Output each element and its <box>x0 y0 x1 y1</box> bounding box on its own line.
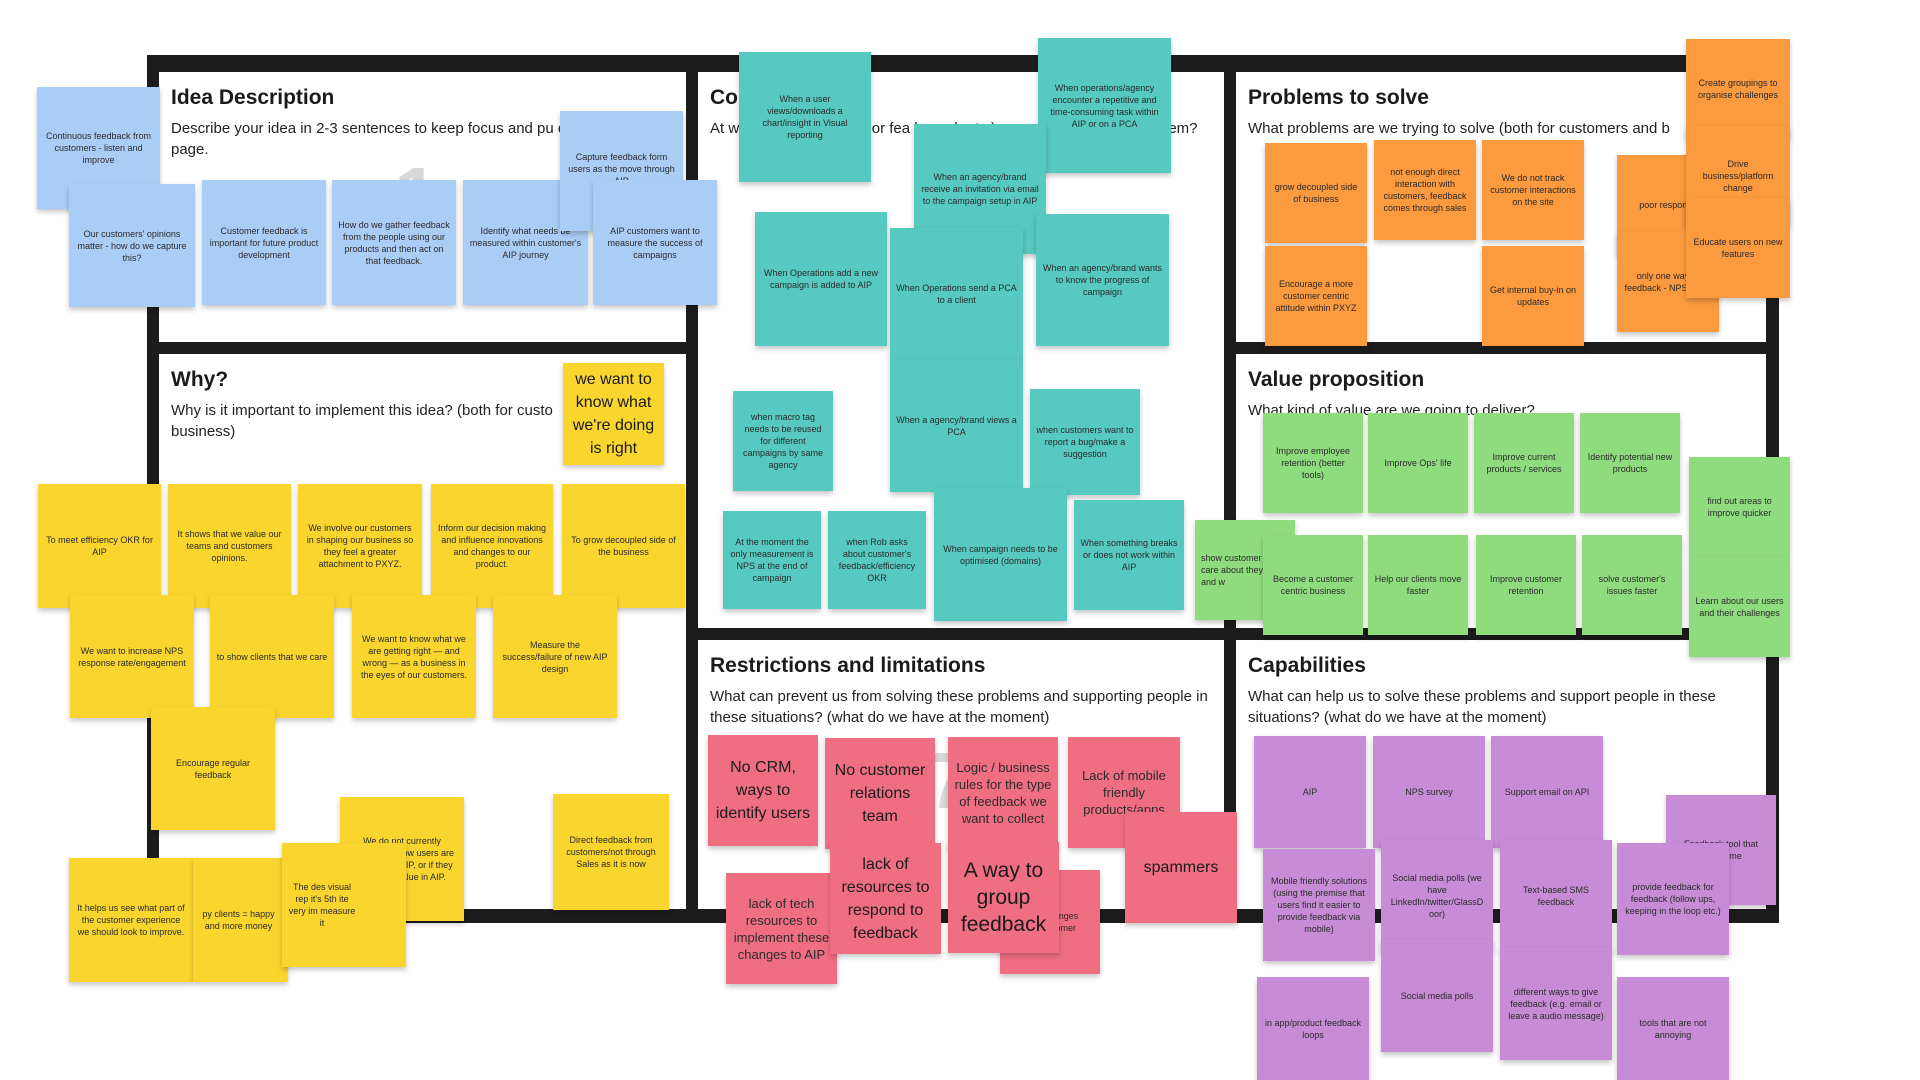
sticky-note[interactable]: We involve our customers in shaping our … <box>298 484 422 608</box>
sticky-note[interactable]: When operations/agency encounter a repet… <box>1038 38 1171 173</box>
sticky-note[interactable]: When a agency/brand views a PCA <box>890 360 1023 492</box>
sticky-note[interactable]: Customer feedback is important for futur… <box>202 180 326 305</box>
sticky-note[interactable]: find out areas to improve quicker <box>1689 457 1790 557</box>
sticky-note[interactable]: Encourage a more customer centric attitu… <box>1265 246 1367 346</box>
sticky-note[interactable]: When Operations send a PCA to a client <box>890 228 1023 360</box>
sticky-note[interactable]: AIP <box>1254 736 1366 848</box>
sticky-note[interactable]: When Operations add a new campaign is ad… <box>755 212 887 346</box>
sticky-note[interactable]: Social media polls (we have LinkedIn/twi… <box>1381 840 1493 952</box>
sticky-note[interactable]: Text-based SMS feedback <box>1500 840 1612 952</box>
panel-title: Restrictions and limitations <box>710 654 986 677</box>
sticky-note[interactable]: When an agency/brand wants to know the p… <box>1036 214 1169 346</box>
panel-description: What can prevent us from solving these p… <box>710 688 1208 726</box>
panel-description: Describe your idea in 2-3 sentences to k… <box>171 120 641 158</box>
sticky-note[interactable]: grow decoupled side of business <box>1265 143 1367 243</box>
sticky-note[interactable]: Get internal buy-in on updates <box>1482 246 1584 346</box>
sticky-note[interactable]: lack of tech resources to implement thes… <box>726 873 837 984</box>
sticky-note[interactable]: Create groupings to organise challenges <box>1686 39 1790 139</box>
sticky-note[interactable]: Social media polls <box>1381 940 1493 1052</box>
sticky-note[interactable]: It shows that we value our teams and cus… <box>168 484 291 608</box>
sticky-note[interactable]: Support email on API <box>1491 736 1603 848</box>
panel-title: Capabilities <box>1248 654 1366 677</box>
sticky-note[interactable]: How do we gather feedback from the peopl… <box>332 180 456 305</box>
sticky-note[interactable]: when Rob asks about customer's feedback/… <box>828 511 926 609</box>
sticky-note[interactable]: At the moment the only measurement is NP… <box>723 511 821 609</box>
sticky-note[interactable]: show customer we care about they think a… <box>1195 520 1295 620</box>
sticky-note[interactable]: we want to know what we're doing is righ… <box>563 363 664 465</box>
sticky-note[interactable]: spammers <box>1125 812 1237 923</box>
sticky-note[interactable]: When a user views/downloads a chart/insi… <box>739 52 871 182</box>
sticky-note[interactable]: py clients = happy and more money <box>193 858 288 982</box>
panel-description: What can help us to solve these problems… <box>1248 688 1716 726</box>
sticky-note[interactable]: in app/product feedback loops <box>1257 977 1369 1080</box>
sticky-note[interactable]: It helps us see what part of the custome… <box>69 858 193 982</box>
sticky-note[interactable]: different ways to give feedback (e.g. em… <box>1500 948 1612 1060</box>
sticky-note[interactable]: We do not track customer interactions on… <box>1482 140 1584 240</box>
sticky-note[interactable]: when customers want to report a bug/make… <box>1030 389 1140 495</box>
sticky-note[interactable]: Improve employee retention (better tools… <box>1263 413 1363 513</box>
sticky-note[interactable]: Inform our decision making and influence… <box>431 484 553 608</box>
panel-title: Problems to solve <box>1248 86 1429 109</box>
panel-title: Why? <box>171 368 229 391</box>
sticky-note[interactable]: solve customer's issues faster <box>1582 535 1682 635</box>
sticky-note[interactable]: not enough direct interaction with custo… <box>1374 140 1476 240</box>
panel-description: Why is it important to implement this id… <box>171 402 553 440</box>
sticky-note[interactable]: No CRM, ways to identify users <box>708 735 818 846</box>
sticky-note[interactable]: Improve Ops' life <box>1368 413 1468 513</box>
sticky-note[interactable]: Logic / business rules for the type of f… <box>948 737 1058 848</box>
sticky-note[interactable]: We want to increase NPS response rate/en… <box>70 595 194 718</box>
sticky-note[interactable]: A way to group feedback <box>948 842 1059 953</box>
sticky-note[interactable]: provide feedback for feedback (follow up… <box>1617 843 1729 955</box>
sticky-note[interactable]: Improve current products / services <box>1474 413 1574 513</box>
sticky-note[interactable]: Learn about our users and their challeng… <box>1689 557 1790 657</box>
sticky-note[interactable]: Our customers' opinions matter - how do … <box>69 184 195 307</box>
sticky-note[interactable]: Encourage regular feedback <box>151 707 275 830</box>
sticky-note[interactable]: To meet efficiency OKR for AIP <box>38 484 161 608</box>
panel-description: What problems are we trying to solve (bo… <box>1248 120 1670 137</box>
sticky-note[interactable]: NPS survey <box>1373 736 1485 848</box>
sticky-note[interactable]: Educate users on new features <box>1686 198 1790 298</box>
sticky-note[interactable]: The des visual rep it's 5th ite very im … <box>282 843 406 967</box>
sticky-note[interactable]: tools that are not annoying <box>1617 977 1729 1080</box>
sticky-note[interactable]: We want to know what we are getting righ… <box>352 595 476 718</box>
sticky-note[interactable]: To grow decoupled side of the business <box>562 484 685 608</box>
sticky-note[interactable]: Mobile friendly solutions (using the pre… <box>1263 849 1375 961</box>
sticky-note[interactable]: Help our clients move faster <box>1368 535 1468 635</box>
sticky-note[interactable]: when macro tag needs to be reused for di… <box>733 391 833 491</box>
panel-title: Idea Description <box>171 86 335 109</box>
panel-title: Value proposition <box>1248 368 1425 391</box>
sticky-note[interactable]: AIP customers want to measure the succes… <box>593 180 717 305</box>
sticky-note[interactable]: Measure the success/failure of new AIP d… <box>493 595 617 718</box>
sticky-note[interactable]: Identify potential new products <box>1580 413 1680 513</box>
sticky-note[interactable]: When campaign needs to be optimised (dom… <box>934 488 1067 621</box>
sticky-note[interactable]: Improve customer retention <box>1476 535 1576 635</box>
sticky-note[interactable]: Direct feedback from customers/not throu… <box>553 794 669 910</box>
sticky-note[interactable]: Become a customer centric business <box>1263 535 1363 635</box>
sticky-note[interactable]: lack of resources to respond to feedback <box>830 843 941 954</box>
sticky-note[interactable]: When something breaks or does not work w… <box>1074 500 1184 610</box>
sticky-note[interactable]: to show clients that we care <box>210 595 334 718</box>
sticky-note[interactable]: No customer relations team <box>825 738 935 849</box>
